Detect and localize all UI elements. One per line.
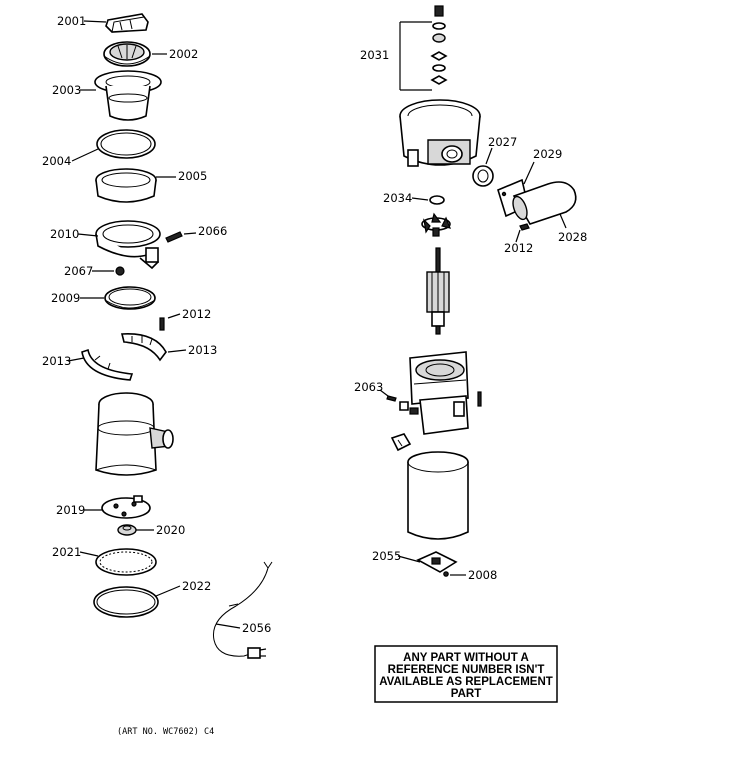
label-2012-left: 2012 — [182, 307, 211, 321]
part-hopper-body — [95, 392, 174, 476]
part-2012-screw-left[interactable] — [159, 317, 165, 331]
notice-line-4: PART — [451, 688, 481, 700]
callout-labels: 2001 2002 2003 2004 2005 2010 2066 2067 … — [42, 14, 587, 635]
part-2022-gasket[interactable] — [93, 586, 159, 618]
part-2013-baffle-right[interactable] — [120, 333, 167, 362]
part-2008-screw[interactable] — [443, 571, 449, 577]
label-2031: 2031 — [360, 48, 389, 62]
part-2013-baffle-left[interactable] — [81, 348, 134, 381]
label-2067: 2067 — [64, 264, 93, 278]
replacement-notice-box: ANY PART WITHOUT A REFERENCE NUMBER ISN'… — [374, 645, 558, 703]
notice-line-2: REFERENCE NUMBER ISN'T — [388, 664, 545, 676]
part-2063-screw[interactable] — [386, 395, 409, 411]
part-stator-assembly — [409, 351, 482, 435]
label-2010: 2010 — [50, 227, 79, 241]
part-motor-housing — [399, 99, 481, 167]
label-2001: 2001 — [57, 14, 86, 28]
label-2028: 2028 — [558, 230, 587, 244]
part-2002-splash-guard[interactable] — [103, 41, 151, 67]
part-2004-gasket[interactable] — [96, 129, 156, 159]
part-switch-bracket — [390, 433, 412, 452]
label-2063: 2063 — [354, 380, 383, 394]
label-2012-right: 2012 — [504, 241, 533, 255]
part-impeller — [421, 212, 451, 237]
label-2027: 2027 — [488, 135, 517, 149]
part-2028-discharge-tube[interactable] — [510, 181, 577, 225]
label-2029: 2029 — [533, 147, 562, 161]
part-2003-sink-flange[interactable] — [94, 70, 162, 121]
part-2019-plate[interactable] — [101, 495, 151, 519]
part-2012-screw-right[interactable] — [519, 223, 530, 231]
part-2005-mounting-ring[interactable] — [95, 168, 157, 203]
label-2009: 2009 — [51, 291, 80, 305]
notice-line-3: AVAILABLE AS REPLACEMENT — [379, 676, 553, 688]
label-2020: 2020 — [156, 523, 185, 537]
label-2005: 2005 — [178, 169, 207, 183]
leader-lines — [67, 20, 567, 629]
part-2031-hardware-kit[interactable] — [399, 5, 448, 91]
label-2003: 2003 — [52, 83, 81, 97]
label-2034: 2034 — [383, 191, 412, 205]
part-rotor — [426, 247, 450, 335]
part-2010-mounting-assembly[interactable] — [95, 220, 161, 270]
part-motor-can — [407, 451, 469, 540]
label-2019: 2019 — [56, 503, 85, 517]
notice-line-1: ANY PART WITHOUT A — [403, 652, 529, 664]
label-2055: 2055 — [372, 549, 401, 563]
part-2067-nut[interactable] — [115, 266, 125, 276]
part-2066-screw[interactable] — [165, 231, 183, 243]
label-2008: 2008 — [468, 568, 497, 582]
part-2009-gasket[interactable] — [104, 286, 156, 310]
label-2004: 2004 — [42, 154, 71, 168]
art-number: (ART NO. WC7602) C4 — [117, 727, 214, 737]
label-2021: 2021 — [52, 545, 81, 559]
part-2056-power-cord[interactable] — [212, 561, 273, 659]
part-2021-shredder-ring[interactable] — [95, 548, 157, 576]
label-2066: 2066 — [198, 224, 227, 238]
label-2002: 2002 — [169, 47, 198, 61]
label-2013-left: 2013 — [42, 354, 71, 368]
label-2022: 2022 — [182, 579, 211, 593]
label-2013-right: 2013 — [188, 343, 217, 357]
part-2034-o-ring[interactable] — [429, 195, 445, 205]
part-2027-seal[interactable] — [472, 165, 494, 187]
part-2001-stopper[interactable] — [105, 13, 149, 33]
part-2020-hub[interactable] — [117, 524, 137, 536]
label-2056: 2056 — [242, 621, 271, 635]
part-2055-base-plate[interactable] — [416, 551, 458, 573]
